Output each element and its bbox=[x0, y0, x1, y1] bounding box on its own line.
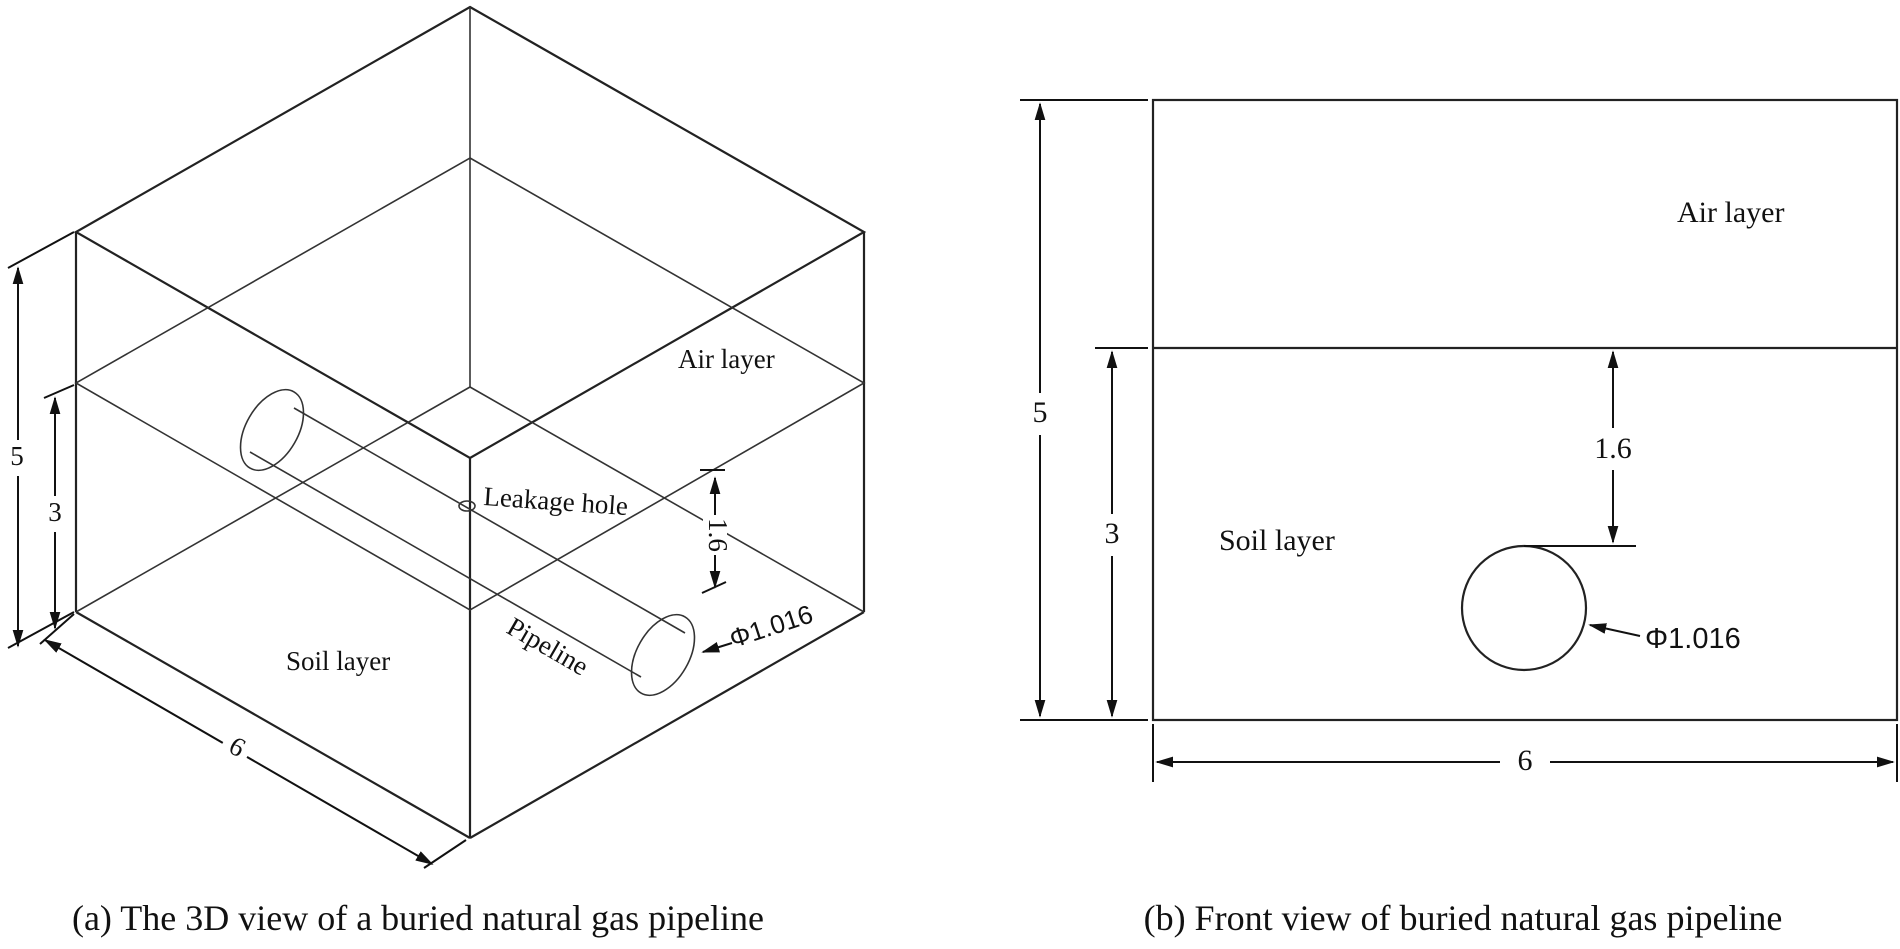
caption-b: (b) Front view of buried natural gas pip… bbox=[1144, 898, 1783, 938]
pipe-cross-section bbox=[1460, 544, 1588, 672]
leakage-hole-marker bbox=[458, 500, 476, 512]
air-layer-label-b: Air layer bbox=[1677, 196, 1784, 229]
panel-a-3d-view: Air layer Soil layer Leakage hole Pipeli… bbox=[4, 5, 867, 938]
total-height-label: 5 bbox=[10, 441, 24, 471]
depth-dim-label: 1.6 bbox=[703, 518, 733, 552]
soil-height-label: 3 bbox=[48, 497, 62, 527]
width-dimension-b: 6 bbox=[1152, 724, 1898, 783]
pipe-outlet-end bbox=[630, 613, 696, 697]
diameter-leader bbox=[701, 642, 733, 653]
diameter-leader-b bbox=[1588, 623, 1641, 637]
pipeline-label: Pipeline bbox=[502, 611, 594, 681]
panel-b-front-view: Air layer Soil layer 1.6 Φ1.016 5 3 bbox=[1020, 98, 1899, 938]
soil-layer-label: Soil layer bbox=[286, 646, 390, 676]
depth-dimension: 1.6 bbox=[700, 469, 733, 594]
domain-rect bbox=[1151, 98, 1899, 722]
soil-height-dimension: 3 bbox=[42, 384, 75, 630]
width-dim-label-b: 6 bbox=[1518, 744, 1533, 777]
air-layer-label: Air layer bbox=[678, 344, 775, 374]
pipe-inlet-end bbox=[239, 388, 305, 472]
outer-box bbox=[73, 5, 867, 839]
width-dimension: 6 bbox=[39, 613, 467, 869]
total-height-dimension-b: 5 bbox=[1020, 99, 1148, 721]
caption-a: (a) The 3D view of a buried natural gas … bbox=[72, 898, 764, 938]
soil-height-label-b: 3 bbox=[1105, 517, 1120, 550]
total-height-label-b: 5 bbox=[1033, 396, 1048, 429]
diameter-label-b: Φ1.016 bbox=[1645, 623, 1741, 655]
total-height-dimension: 5 bbox=[4, 231, 75, 649]
leakage-hole-label: Leakage hole bbox=[483, 481, 629, 521]
depth-dim-label-b: 1.6 bbox=[1594, 432, 1632, 465]
interface-plane bbox=[74, 157, 866, 611]
diameter-label: Φ1.016 bbox=[726, 599, 817, 654]
depth-dimension-b: 1.6 bbox=[1588, 350, 1638, 544]
soil-layer-label-b: Soil layer bbox=[1219, 524, 1335, 557]
pipeline-cylinder bbox=[239, 388, 696, 697]
soil-height-dimension-b: 3 bbox=[1095, 347, 1148, 718]
